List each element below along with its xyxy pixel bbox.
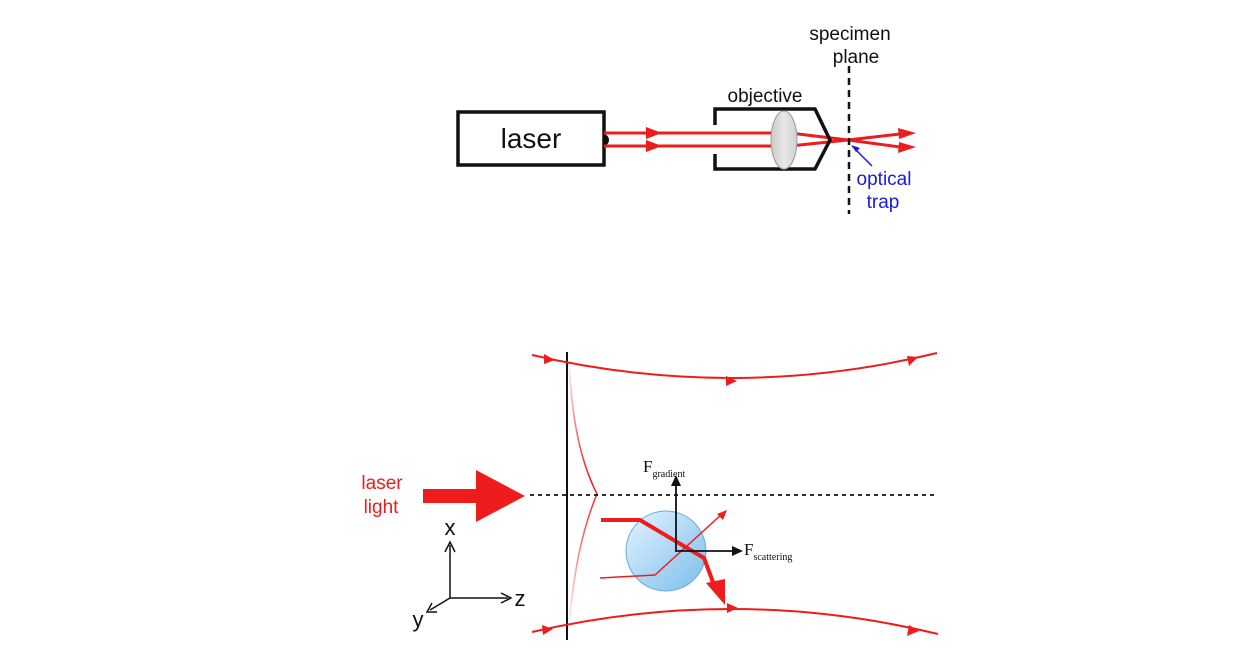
f-gradient-arrowhead	[671, 475, 681, 486]
ray-thin	[599, 513, 723, 579]
trap-pointer-head	[851, 145, 860, 152]
f-scattering-arrowhead	[732, 546, 743, 556]
axis-x-label: x	[445, 515, 456, 540]
laser-light-label-line1: laser	[361, 473, 403, 494]
ray-thin-arrowhead	[717, 510, 727, 520]
trap-pointer	[854, 148, 873, 167]
laser-light-arrow	[423, 470, 525, 522]
f-gradient-label: Fgradient	[643, 457, 685, 480]
bottom-diagram: laser light Fgradient Fscattering x z y	[361, 352, 939, 640]
laser-aperture	[603, 134, 609, 146]
envelope-arrowheads	[542, 354, 919, 636]
objective-label: objective	[728, 86, 803, 107]
top-diagram: laser objective specimen plane opti	[456, 24, 916, 214]
f-scattering-label: Fscattering	[744, 540, 792, 563]
laser-light-label-line2: light	[364, 497, 400, 518]
optical-trap-label-line2: trap	[867, 192, 900, 213]
axis-y-label: y	[413, 607, 424, 632]
coordinate-axes	[425, 540, 513, 613]
objective-body	[713, 107, 832, 171]
ray-thick-arrowhead	[706, 579, 725, 605]
ray-thick	[601, 518, 718, 591]
objective-lens	[770, 110, 798, 170]
beam-envelope-bottom	[531, 608, 939, 635]
beam-arrowheads	[646, 127, 916, 153]
axis-z-label: z	[515, 586, 526, 611]
optical-trap-label-line1: optical	[857, 169, 912, 190]
laser-beams	[604, 131, 901, 149]
intensity-profile	[568, 361, 598, 626]
specimen-plane-label-line1: specimen	[809, 24, 890, 45]
laser-box	[456, 110, 606, 167]
beam-envelope-top	[531, 352, 938, 379]
specimen-plane-label-line2: plane	[833, 47, 880, 68]
laser-label: laser	[501, 123, 562, 154]
